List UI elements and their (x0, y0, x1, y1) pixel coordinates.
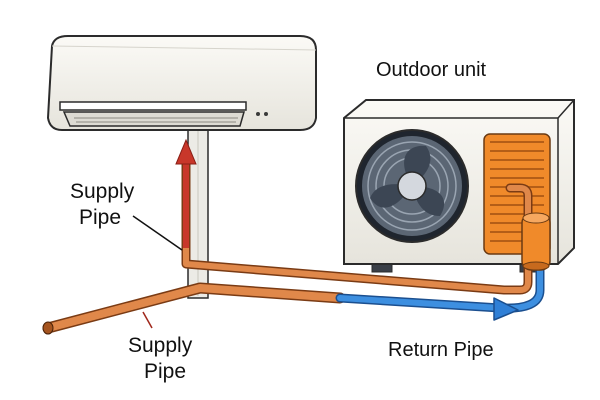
outdoor-unit-icon (343, 99, 575, 273)
supply-pipe-top-leader (132, 215, 183, 251)
return-pipe-label: Return Pipe (388, 339, 494, 361)
outdoor-unit-label: Outdoor unit (376, 59, 487, 81)
supply-arrow-icon (175, 138, 197, 248)
supply-pipe-bottom (42, 282, 346, 335)
indoor-unit-icon (46, 35, 317, 131)
return-pipe (335, 263, 545, 321)
supply-pipe-top-label: Supply (70, 180, 135, 203)
supply-pipe-bottom-label-line2: Pipe (144, 360, 187, 383)
supply-pipe-top (181, 151, 533, 295)
fan-icon (355, 129, 469, 243)
compressor-icon (521, 212, 551, 271)
supply-pipe-bottom-label: Supply (128, 334, 193, 357)
supply-pipe-top-label-line2: Pipe (79, 206, 122, 229)
supply-pipe-bottom-leader (142, 311, 153, 329)
